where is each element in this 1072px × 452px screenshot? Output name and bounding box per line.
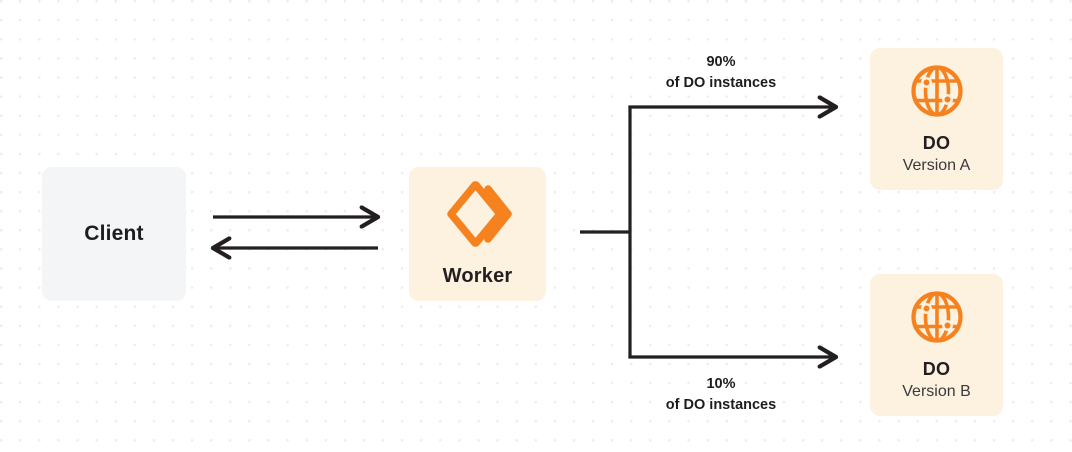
node-do-version-b[interactable]: DO Version B bbox=[870, 274, 1003, 416]
edge-label-do-a-percent: 90% bbox=[706, 54, 736, 70]
node-worker[interactable]: Worker bbox=[409, 167, 546, 301]
node-worker-label: Worker bbox=[442, 264, 513, 287]
edge-label-do-b-percent: 10% bbox=[706, 376, 736, 392]
edge-label-do-a-description: of DO instances bbox=[665, 74, 777, 91]
node-do-version-a[interactable]: DO Version A bbox=[870, 48, 1003, 190]
cloudflare-workers-icon bbox=[443, 180, 513, 247]
edge-label-do-b: 10% of DO instances bbox=[627, 374, 815, 415]
node-do-b-label: DO bbox=[922, 359, 951, 379]
node-client[interactable]: Client bbox=[42, 167, 186, 301]
edge-label-do-a: 90% of DO instances bbox=[627, 52, 815, 93]
globe-icon bbox=[909, 63, 965, 119]
edge-label-do-b-description: of DO instances bbox=[665, 396, 777, 413]
globe-icon bbox=[909, 289, 965, 345]
node-do-a-label: DO bbox=[922, 133, 951, 153]
node-do-a-sublabel: Version A bbox=[902, 157, 971, 174]
node-do-b-sublabel: Version B bbox=[902, 383, 971, 400]
node-client-label: Client bbox=[84, 222, 144, 245]
